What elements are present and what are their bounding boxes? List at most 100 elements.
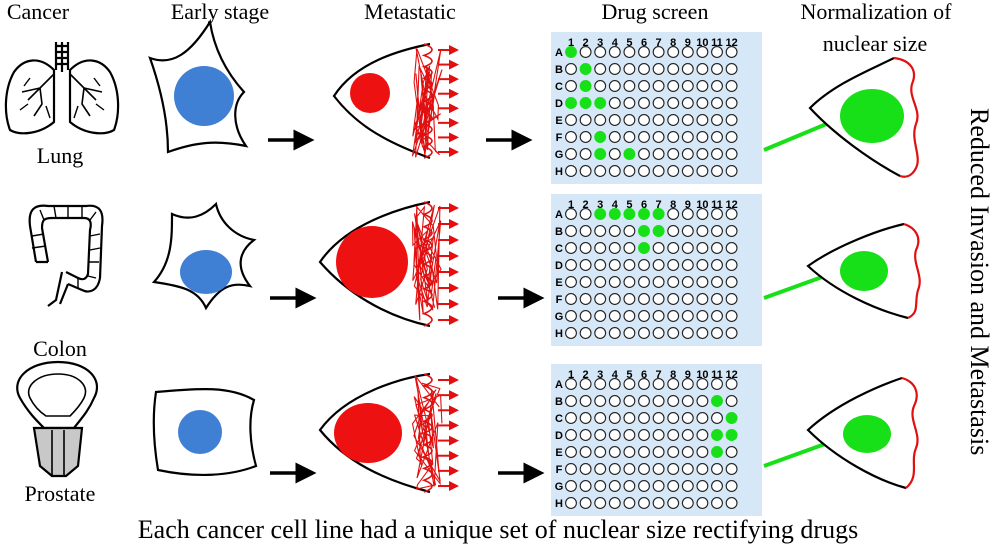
well	[594, 446, 607, 458]
normalized-cell-1	[808, 56, 919, 178]
well	[652, 80, 665, 92]
well	[579, 293, 592, 305]
well	[638, 463, 650, 475]
well	[565, 131, 577, 143]
well	[623, 63, 636, 75]
well	[725, 395, 738, 407]
well	[608, 429, 621, 441]
well	[681, 463, 694, 475]
well	[594, 276, 607, 288]
plate-column-label: 1	[568, 37, 574, 49]
well	[711, 225, 723, 237]
well	[696, 208, 709, 220]
well	[608, 395, 621, 407]
invasion-front-1	[411, 43, 459, 159]
colon-icon	[28, 204, 104, 307]
well	[608, 412, 621, 424]
well	[681, 225, 694, 237]
early-nucleus-1	[174, 66, 234, 126]
well-hit	[579, 97, 592, 109]
well	[652, 114, 665, 126]
plate-column-label: 4	[612, 37, 619, 49]
well-hit	[579, 63, 592, 75]
well	[608, 480, 621, 492]
well	[565, 463, 577, 475]
well	[608, 259, 621, 271]
well	[565, 293, 577, 305]
invasion-front-3	[411, 373, 459, 493]
plate-row-label: F	[556, 132, 563, 144]
metastatic-nucleus-3	[334, 403, 402, 463]
well	[681, 63, 694, 75]
well	[565, 412, 577, 424]
well	[623, 429, 636, 441]
well	[667, 259, 680, 271]
early-cell-1	[148, 18, 249, 154]
well	[623, 165, 636, 177]
well	[681, 480, 694, 492]
well	[579, 242, 592, 254]
well	[565, 63, 577, 75]
well	[725, 463, 738, 475]
organ-label-prostate: Prostate	[24, 481, 96, 506]
well	[565, 395, 577, 407]
plate-row-label: E	[555, 447, 562, 459]
well	[594, 114, 607, 126]
well	[579, 208, 592, 220]
plate-row-label: H	[555, 498, 563, 510]
well	[711, 463, 723, 475]
well	[711, 63, 723, 75]
well	[681, 276, 694, 288]
well	[696, 378, 709, 390]
well	[579, 310, 592, 322]
well	[652, 242, 665, 254]
well	[608, 497, 621, 509]
plate-column-label: 7	[656, 369, 662, 381]
well	[652, 412, 665, 424]
well	[565, 480, 577, 492]
well	[725, 310, 738, 322]
well	[623, 114, 636, 126]
plate-column-label: 6	[641, 37, 647, 49]
well-hit	[623, 208, 636, 220]
invasion-front-2	[411, 201, 459, 327]
well	[667, 114, 680, 126]
well	[638, 327, 650, 339]
plate-row-label: F	[556, 464, 563, 476]
well	[667, 97, 680, 109]
header-metastatic: Metastatic	[364, 0, 456, 24]
well	[711, 80, 723, 92]
well	[623, 378, 636, 390]
well	[725, 46, 738, 58]
well	[565, 208, 577, 220]
plate-column-label: 12	[725, 37, 737, 49]
well	[711, 114, 723, 126]
metastatic-nucleus-1	[350, 73, 390, 113]
well	[623, 242, 636, 254]
well	[565, 497, 577, 509]
well	[652, 480, 665, 492]
well	[579, 463, 592, 475]
well	[711, 412, 723, 424]
caption: Each cancer cell line had a unique set o…	[137, 515, 859, 544]
well	[594, 480, 607, 492]
well	[652, 429, 665, 441]
well	[667, 412, 680, 424]
well	[594, 80, 607, 92]
well	[579, 327, 592, 339]
well	[725, 148, 738, 160]
well	[623, 225, 636, 237]
plate-column-label: 4	[612, 369, 619, 381]
well	[638, 148, 650, 160]
well	[711, 480, 723, 492]
well	[711, 293, 723, 305]
well	[652, 463, 665, 475]
well	[565, 242, 577, 254]
metastatic-cell-1	[332, 42, 459, 160]
well	[623, 276, 636, 288]
well	[594, 225, 607, 237]
well	[711, 46, 723, 58]
plate-row-label: C	[555, 413, 563, 425]
well	[638, 46, 650, 58]
